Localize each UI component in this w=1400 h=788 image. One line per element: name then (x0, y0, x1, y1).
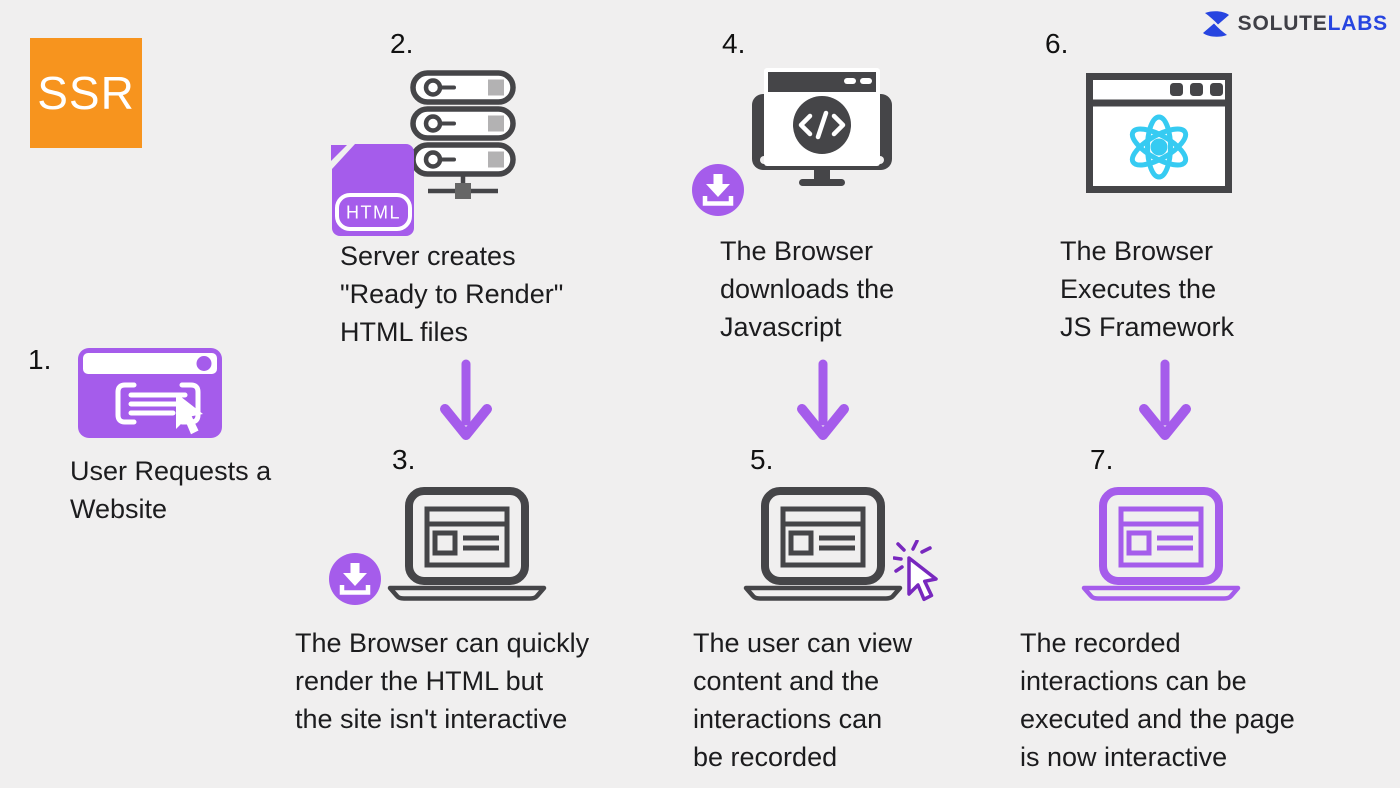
server-stack-icon (410, 70, 516, 199)
cursor-arrow-icon (176, 393, 203, 435)
monitor-code-icon (752, 68, 892, 186)
laptop-icon (743, 487, 903, 601)
click-cursor-icon (893, 540, 938, 602)
solutelabs-logo: SOLUTELABS (1201, 9, 1388, 39)
step-7-number: 7. (1090, 444, 1114, 475)
step-2-caption: Server creates "Ready to Render" HTML fi… (340, 241, 564, 347)
solutelabs-logo-text: SOLUTELABS (1237, 12, 1388, 35)
browser-request-icon (78, 348, 222, 438)
step-5-number: 5. (750, 444, 774, 475)
download-icon (692, 164, 744, 216)
solutelabs-logo-mark-icon (1202, 11, 1229, 37)
react-logo-icon (1129, 114, 1189, 180)
step-6-number: 6. (1045, 28, 1069, 59)
flow-arrow-down-icon (1139, 359, 1191, 440)
laptop-purple-icon (1081, 487, 1241, 601)
step-7-caption: The recorded interactions can be execute… (1020, 628, 1295, 772)
laptop-icon (387, 487, 547, 601)
ssr-badge: SSR (30, 38, 142, 148)
step-4-number: 4. (722, 28, 746, 59)
step-4-caption: The Browser downloads the Javascript (720, 236, 895, 342)
step-5-caption: The user can view content and the intera… (693, 628, 913, 772)
step-2-number: 2. (390, 28, 414, 59)
step-1-caption: User Requests a Website (70, 456, 272, 524)
step-1-number: 1. (28, 344, 52, 375)
step-3-number: 3. (392, 444, 416, 475)
browser-react-icon (1086, 73, 1232, 193)
download-icon (329, 553, 381, 605)
step-3-caption: The Browser can quickly render the HTML … (295, 628, 590, 734)
step-6-caption: The Browser Executes the JS Framework (1060, 236, 1235, 342)
flow-arrow-down-icon (797, 359, 849, 440)
html-file-icon: HTML (331, 144, 414, 236)
flow-arrow-down-icon (440, 359, 492, 440)
html-file-label: HTML (346, 203, 401, 223)
